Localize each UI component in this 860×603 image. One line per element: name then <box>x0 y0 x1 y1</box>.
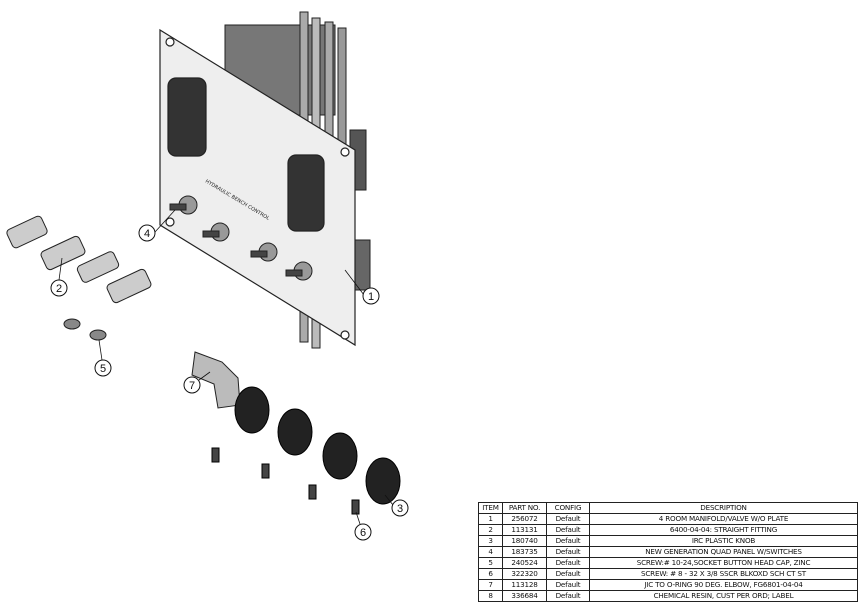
balloon-label: 7 <box>189 380 195 392</box>
cell-item: 2 <box>478 524 503 536</box>
cell-part: 183735 <box>502 546 547 558</box>
cell-config: Default <box>546 513 590 525</box>
plastic-knobs <box>234 386 401 505</box>
cell-part: 113131 <box>502 524 547 536</box>
cell-config: Default <box>546 546 590 558</box>
balloon-6 <box>354 523 372 541</box>
set-screws <box>211 447 360 515</box>
cell-part: 180740 <box>502 535 547 547</box>
cell-config: Default <box>546 557 590 569</box>
cell-description: 4 ROOM MANIFOLD/VALVE W/O PLATE <box>589 513 858 525</box>
toggle-switches <box>169 195 313 281</box>
balloon-label: 3 <box>397 503 403 515</box>
cell-config: Default <box>546 590 590 602</box>
cell-config: Default <box>546 524 590 536</box>
cell-config: Default <box>546 579 590 591</box>
cell-item: 5 <box>478 557 503 569</box>
cell-description: IRC PLASTIC KNOB <box>589 535 858 547</box>
cell-item: 4 <box>478 546 503 558</box>
balloon-label: 2 <box>56 283 62 295</box>
elbow-fitting <box>191 351 241 409</box>
header-description: DESCRIPTION <box>589 502 858 514</box>
header-part-no: PART NO. <box>502 502 547 514</box>
balloon-3 <box>391 499 409 517</box>
balloon-7 <box>183 376 201 394</box>
cell-description: SCREW:# 10-24,SOCKET BUTTON HEAD CAP, ZI… <box>589 557 858 569</box>
balloon-4 <box>138 224 156 242</box>
button-head-screws <box>63 318 107 341</box>
balloon-label: 5 <box>100 363 106 375</box>
leader-lines <box>58 209 394 525</box>
cell-item: 6 <box>478 568 503 580</box>
cell-description: CHEMICAL RESIN, CUST PER ORD; LABEL <box>589 590 858 602</box>
rocker-switch-right <box>287 154 325 232</box>
cell-item: 3 <box>478 535 503 547</box>
cell-description: JIC TO O-RING 90 DEG. ELBOW, FG6801-04-0… <box>589 579 858 591</box>
balloon-2 <box>50 279 68 297</box>
balloon-5 <box>94 359 112 377</box>
cell-part: 256072 <box>502 513 547 525</box>
cell-item: 7 <box>478 579 503 591</box>
balloon-label: 6 <box>360 527 366 539</box>
cell-part: 240524 <box>502 557 547 569</box>
cell-description: SCREW: # 8 - 32 X 3/8 SSCR BLKOXD SCH CT… <box>589 568 858 580</box>
cell-part: 336684 <box>502 590 547 602</box>
balloon-label: 4 <box>144 228 150 240</box>
table-header-row: ITEM PART NO. CONFIG DESCRIPTION <box>478 502 858 514</box>
header-config: CONFIG <box>546 502 590 514</box>
balloon-label: 1 <box>368 291 374 303</box>
cell-part: 322320 <box>502 568 547 580</box>
item-balloons <box>50 224 409 541</box>
straight-fittings <box>6 215 152 304</box>
cell-config: Default <box>546 535 590 547</box>
rocker-switch-left <box>167 77 207 157</box>
cell-item: 1 <box>478 513 503 525</box>
cell-item: 8 <box>478 590 503 602</box>
header-item: ITEM <box>478 502 503 514</box>
cell-config: Default <box>546 568 590 580</box>
balloon-1 <box>362 287 380 305</box>
cell-description: NEW GENERATION QUAD PANEL W/SWITCHES <box>589 546 858 558</box>
cell-description: 6400-04-04: STRAIGHT FITTING <box>589 524 858 536</box>
cell-part: 113128 <box>502 579 547 591</box>
